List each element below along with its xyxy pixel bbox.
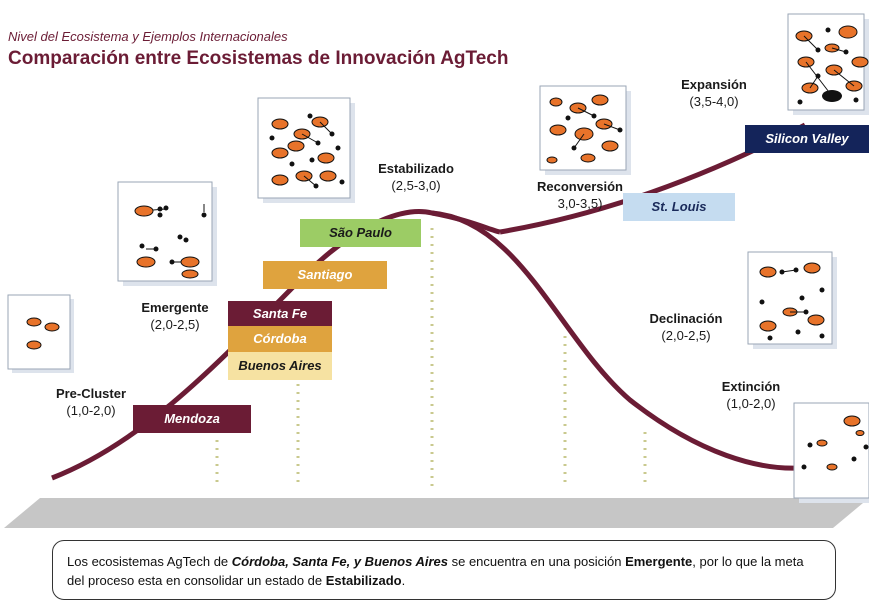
location-tag-buenos-aires: Buenos Aires: [228, 352, 332, 380]
network-thumbnail-emergente: [117, 181, 217, 286]
stage-range: 3,0-3,5): [557, 196, 603, 211]
network-thumbnail-pre-cluster: [7, 294, 74, 373]
network-thumbnail-reconversion: [539, 85, 631, 175]
location-tag-santa-fe: Santa Fe: [228, 301, 332, 326]
network-thumbnail-extincion: [793, 402, 869, 503]
note-text: , por lo que la meta del proceso esta en…: [67, 554, 804, 588]
stage-label-expansion: Expansión (3,5-4,0): [664, 76, 764, 110]
stage-range: (1,0-2,0): [66, 403, 116, 418]
location-tag-mendoza: Mendoza: [133, 405, 251, 433]
stage-label-estabilizado: Estabilizado (2,5-3,0): [364, 160, 468, 194]
stage-range: (2,0-2,5): [150, 317, 200, 332]
stage-label-declinacion: Declinación (2,0-2,5): [636, 310, 736, 344]
note-text: .: [401, 573, 406, 588]
stage-name: Extinción: [721, 379, 781, 394]
location-tag-cordoba: Córdoba: [228, 325, 332, 352]
lifecycle-curve-decline: [431, 210, 801, 471]
subtitle: Nivel del Ecosistema y Ejemplos Internac…: [8, 29, 288, 44]
note-highlight-cities: Córdoba, Santa Fe, y Buenos Aires: [231, 554, 448, 569]
stage-range: (2,0-2,5): [661, 328, 711, 343]
page-title: Comparación entre Ecosistemas de Innovac…: [8, 48, 509, 69]
network-thumbnail-expansion: [787, 13, 869, 115]
network-thumbnail-declinacion: [747, 251, 837, 349]
floor-plane: [4, 498, 869, 528]
summary-note: Los ecosistemas AgTech de Córdoba, Santa…: [52, 540, 836, 600]
stage-name: Estabilizado: [378, 161, 454, 176]
location-tag-santiago: Santiago: [263, 261, 387, 289]
note-highlight-emergente: Emergente: [625, 554, 693, 569]
stage-name: Emergente: [141, 300, 209, 315]
note-highlight-estabilizado: Estabilizado: [325, 573, 402, 588]
note-text: se encuentra en una posición: [448, 554, 626, 569]
stage-range: (2,5-3,0): [391, 178, 441, 193]
stage-label-emergente: Emergente (2,0-2,5): [130, 299, 220, 333]
location-tag-st-louis: St. Louis: [623, 193, 735, 221]
stage-range: (1,0-2,0): [726, 396, 776, 411]
stage-name: Pre-Cluster: [55, 386, 127, 401]
stage-name: Declinación: [649, 311, 723, 326]
stage-guides: [215, 228, 647, 487]
stage-label-reconversion: Reconversión 3,0-3,5): [524, 178, 636, 212]
note-text: Los ecosistemas AgTech de: [67, 554, 232, 569]
stage-label-pre-cluster: Pre-Cluster (1,0-2,0): [47, 385, 135, 419]
location-tag-silicon-valley: Silicon Valley: [745, 125, 869, 153]
stage-name: Reconversión: [537, 179, 623, 194]
stage-name: Expansión: [681, 77, 747, 92]
location-tag-sao-paulo: São Paulo: [300, 219, 421, 247]
stage-label-extincion: Extinción (1,0-2,0): [706, 378, 796, 412]
stage-range: (3,5-4,0): [689, 94, 739, 109]
network-thumbnail-estabilizado: [257, 97, 355, 203]
